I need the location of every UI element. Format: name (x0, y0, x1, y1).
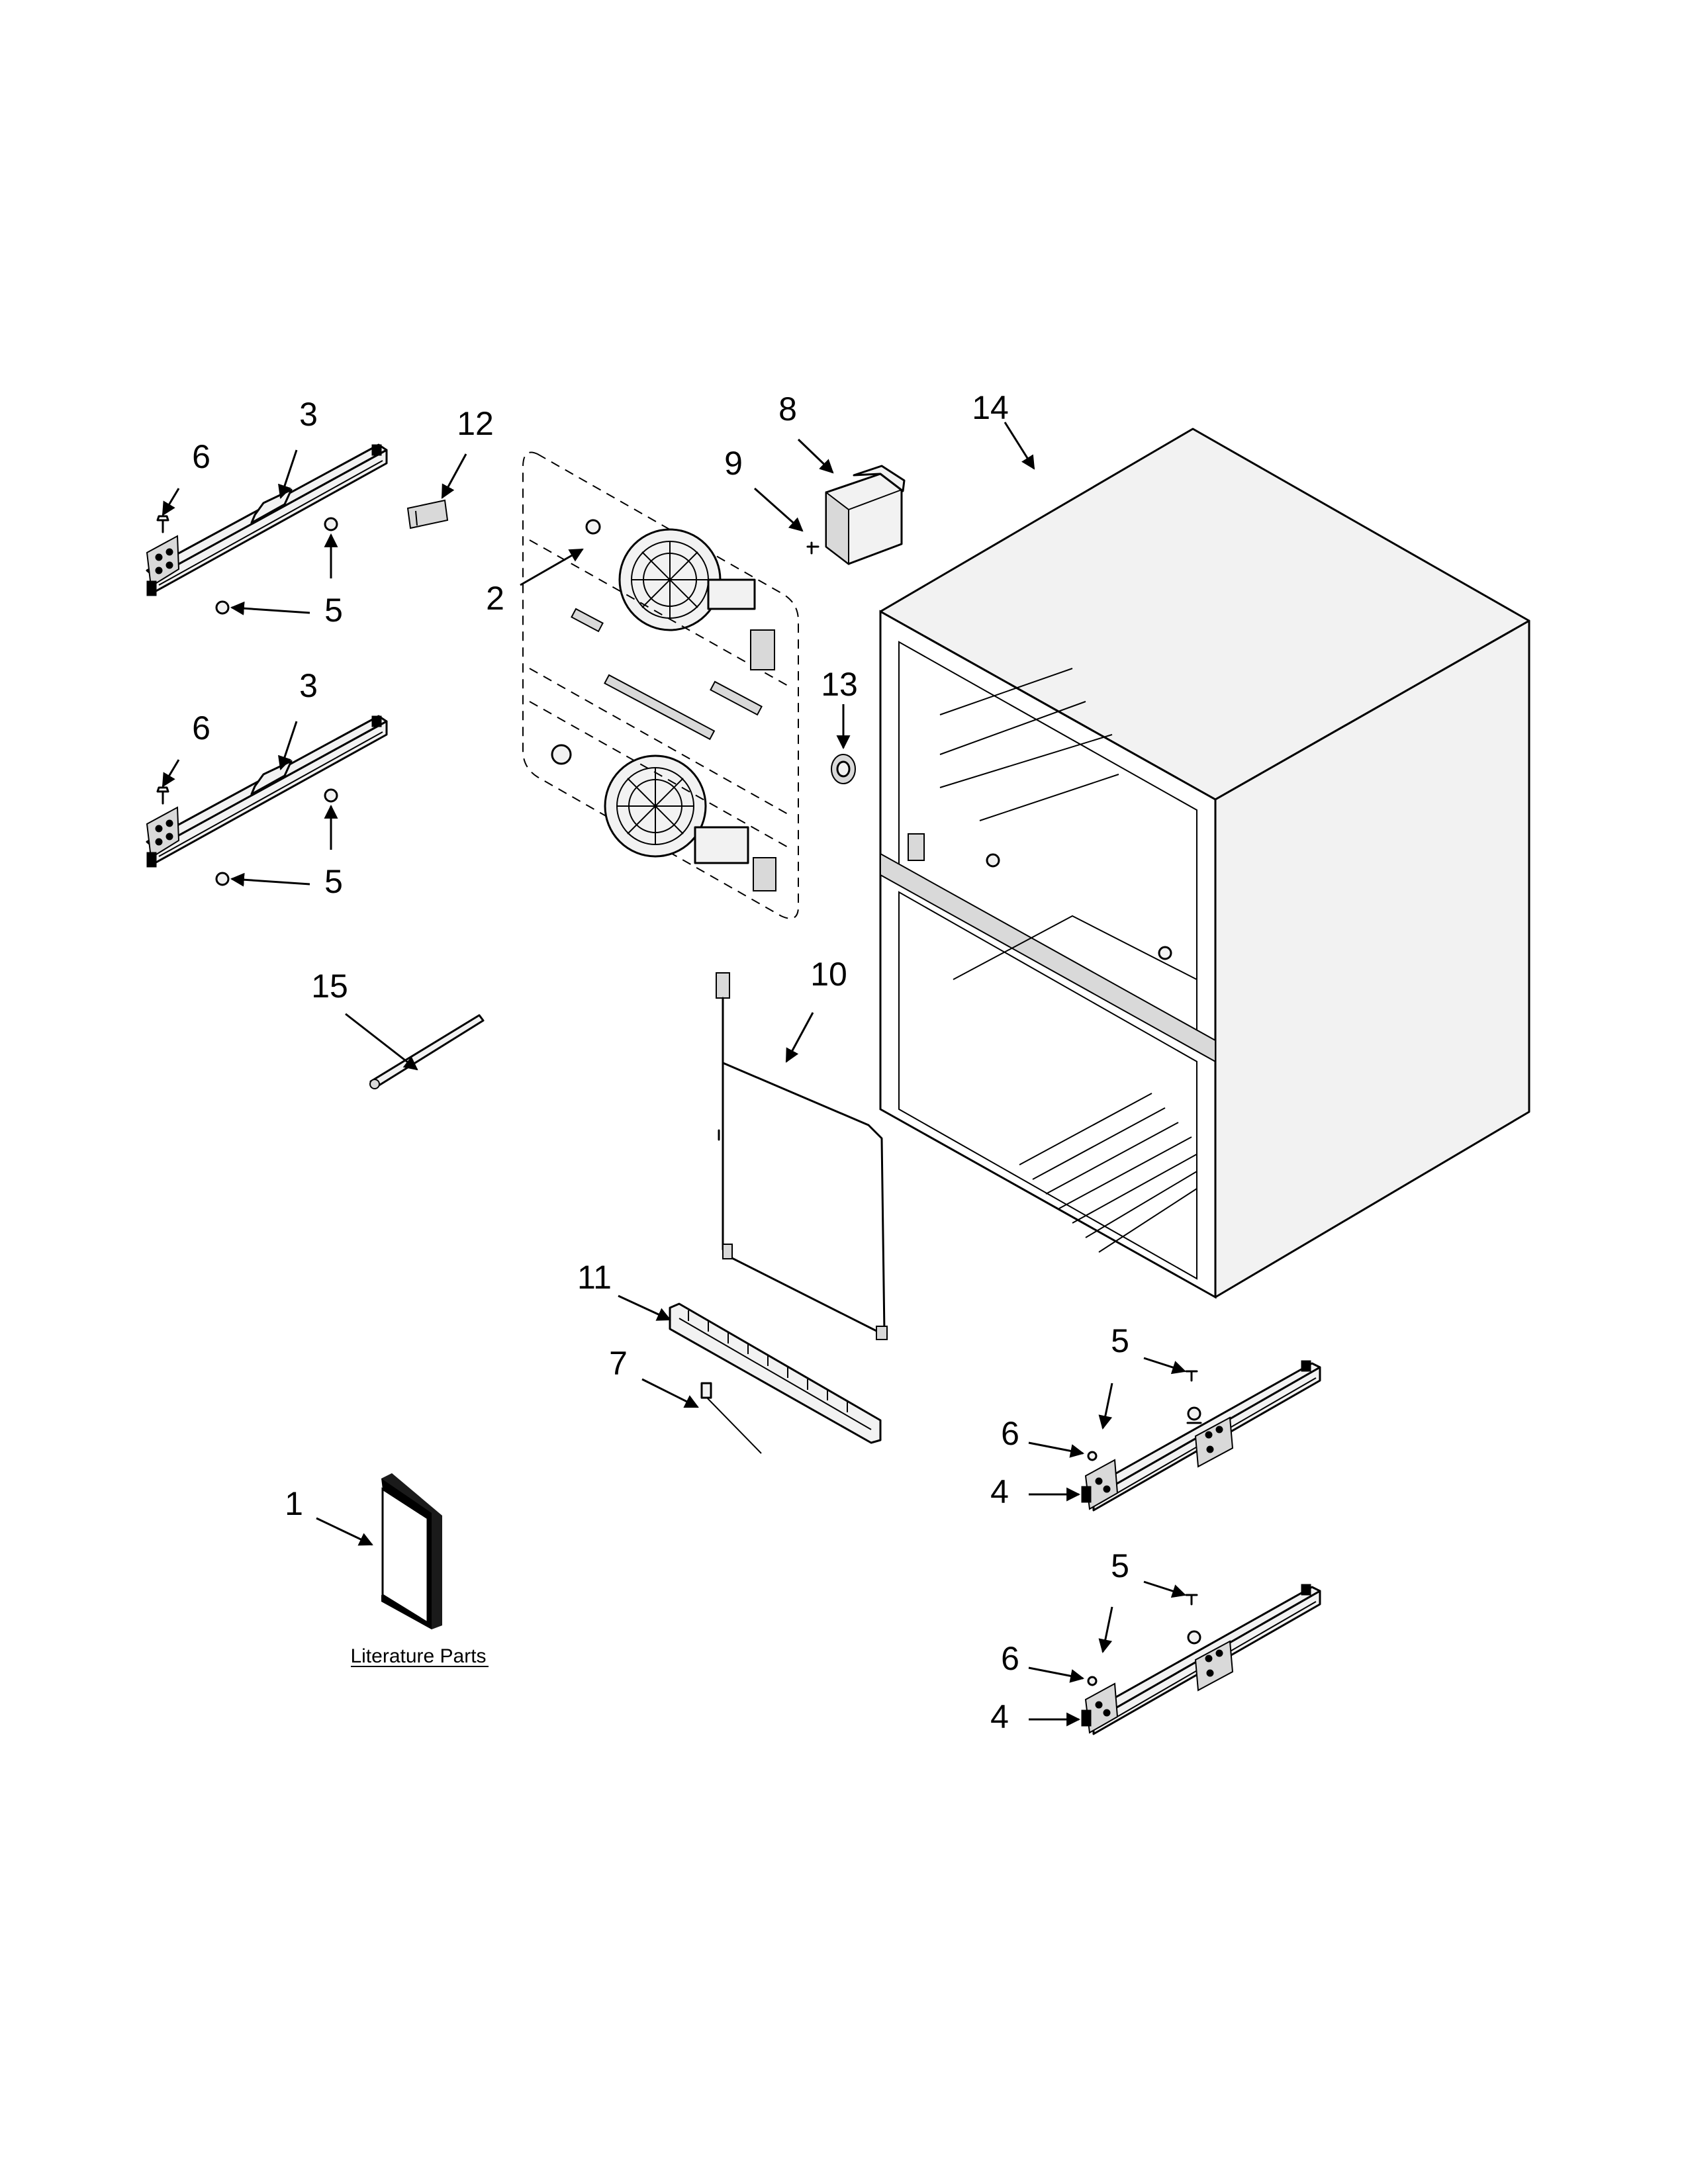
callout-4b: 4 (990, 1698, 1009, 1735)
callout-14: 14 (972, 389, 1009, 426)
grille-teeth (688, 1310, 848, 1412)
drawer-slide-upper-right (1081, 1360, 1321, 1512)
callout-12: 12 (457, 405, 494, 442)
callout-3a: 3 (299, 396, 318, 433)
callout-5d: 5 (1111, 1547, 1129, 1584)
grille-clip (700, 1382, 762, 1454)
callout-8: 8 (778, 390, 797, 428)
toe-grille (669, 1302, 882, 1444)
screws-right (1087, 1370, 1202, 1686)
callout-6c: 6 (1001, 1415, 1019, 1452)
callout-13: 13 (821, 666, 858, 703)
grommet (831, 754, 856, 784)
callout-4a: 4 (990, 1473, 1009, 1510)
literature-booklet (381, 1473, 442, 1629)
callout-6b: 6 (192, 709, 211, 747)
callout-15: 15 (311, 968, 348, 1005)
screws-lower-left (156, 786, 338, 886)
callout-5b: 5 (324, 863, 343, 900)
module-bracket (806, 465, 906, 566)
callout-labels: 6 3 5 6 3 5 12 2 8 9 13 14 15 10 11 7 1 … (192, 389, 1129, 1735)
drawer-slide-upper-left (146, 443, 388, 596)
callout-10: 10 (810, 956, 847, 993)
control-panel-cover (522, 451, 799, 919)
drawer-slide-lower-right (1081, 1584, 1321, 1735)
rod (369, 1014, 485, 1089)
callout-6a: 6 (192, 438, 211, 475)
callout-5c: 5 (1111, 1322, 1129, 1359)
freezer-floor-ribs (1019, 1093, 1197, 1253)
callout-6d: 6 (1001, 1640, 1019, 1677)
literature-caption: Literature Parts (350, 1645, 486, 1667)
callout-9: 9 (724, 445, 743, 482)
drawer-slide-lower-left (146, 715, 388, 868)
cabinet-liner (879, 428, 1530, 1299)
callout-2: 2 (486, 580, 504, 617)
callout-7: 7 (609, 1345, 628, 1382)
heater-frame (716, 972, 888, 1340)
callout-5a: 5 (324, 592, 343, 629)
leader-lines (162, 422, 1186, 1727)
callout-11: 11 (577, 1259, 612, 1296)
callout-1: 1 (285, 1485, 303, 1522)
clip-part (406, 499, 449, 529)
callout-3b: 3 (299, 667, 318, 704)
screws-upper-left (156, 515, 338, 615)
